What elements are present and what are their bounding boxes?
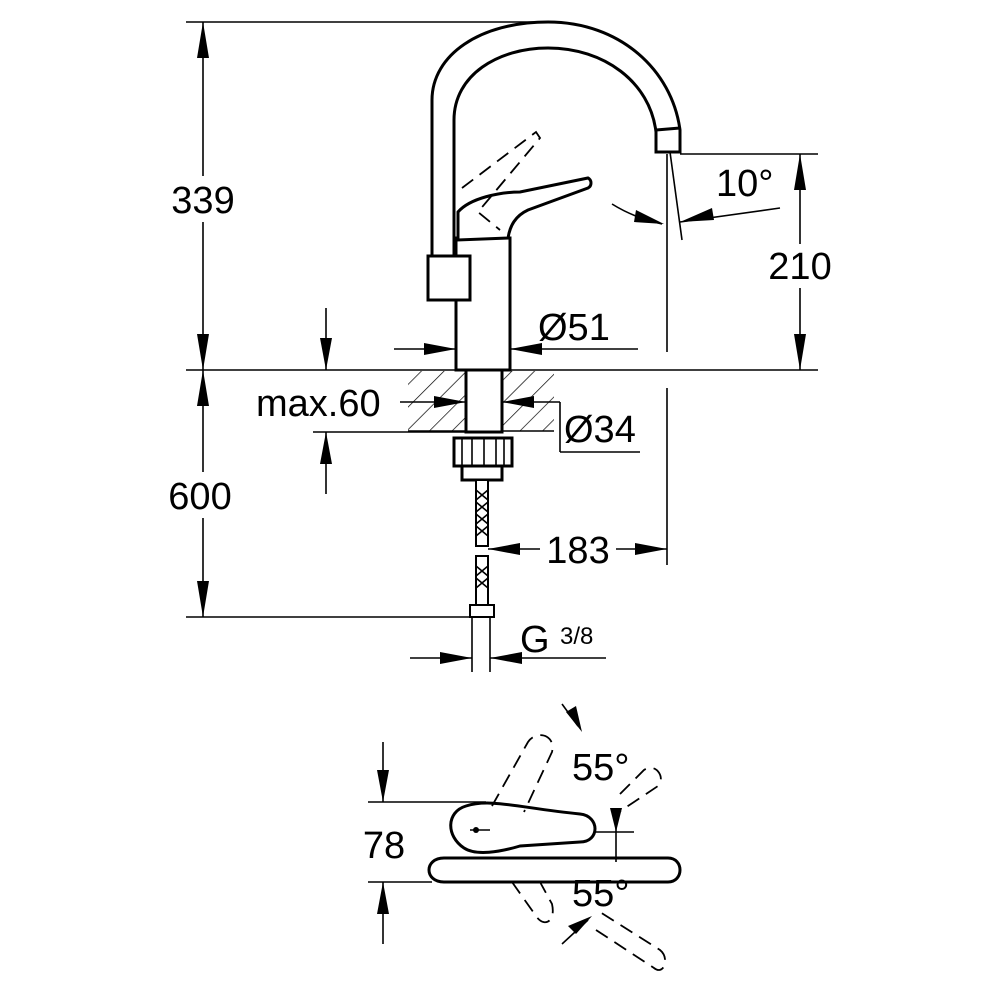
dimension-hole-diameter: Ø34 <box>400 396 640 453</box>
dimension-210: 210 <box>760 154 840 370</box>
spout <box>430 20 682 260</box>
dimension-connection: G 3/8 <box>410 619 606 664</box>
hose-length-label: 600 <box>168 476 231 518</box>
dimension-spout-reach: 183 <box>488 530 667 572</box>
angle-down-label: 55° <box>572 873 629 915</box>
front-view: 339 600 210 10° <box>160 20 840 672</box>
lever-handle <box>456 176 593 242</box>
dimension-angle-up: 55° <box>561 703 629 862</box>
dimension-max-deck: max.60 <box>256 308 381 494</box>
dimension-600: 600 <box>160 370 246 617</box>
dimension-339: 339 <box>160 22 246 370</box>
spout-collar <box>426 254 472 302</box>
dimension-spout-angle: 10° <box>611 151 781 241</box>
top-view: 78 55° 55° <box>363 703 682 971</box>
lever-swivel-dashed <box>491 734 667 971</box>
spout-reach-label: 183 <box>546 530 609 572</box>
mounting-nut <box>452 436 514 468</box>
max-deck-label: max.60 <box>256 383 381 425</box>
flexible-hose <box>469 479 495 672</box>
connection-label: G <box>520 619 550 661</box>
base-plate <box>427 856 682 884</box>
dimension-body-diameter: Ø51 <box>394 307 638 355</box>
handle-depth-label: 78 <box>363 825 405 867</box>
extension-lines <box>186 21 818 618</box>
angle-up-label: 55° <box>572 747 629 789</box>
lever-top-view <box>449 801 597 854</box>
lever-raised-dashed <box>461 130 542 231</box>
outlet-height-label: 210 <box>768 246 831 288</box>
height-total-label: 339 <box>171 180 234 222</box>
dimension-angle-down: 55° <box>561 873 629 945</box>
mounting-shank <box>464 368 504 434</box>
body-diameter-label: Ø51 <box>538 307 610 349</box>
dimension-handle-depth: 78 <box>363 742 405 944</box>
hole-diameter-label: Ø34 <box>564 409 636 451</box>
connection-size-label: 3/8 <box>560 623 593 650</box>
spout-angle-label: 10° <box>716 163 773 205</box>
